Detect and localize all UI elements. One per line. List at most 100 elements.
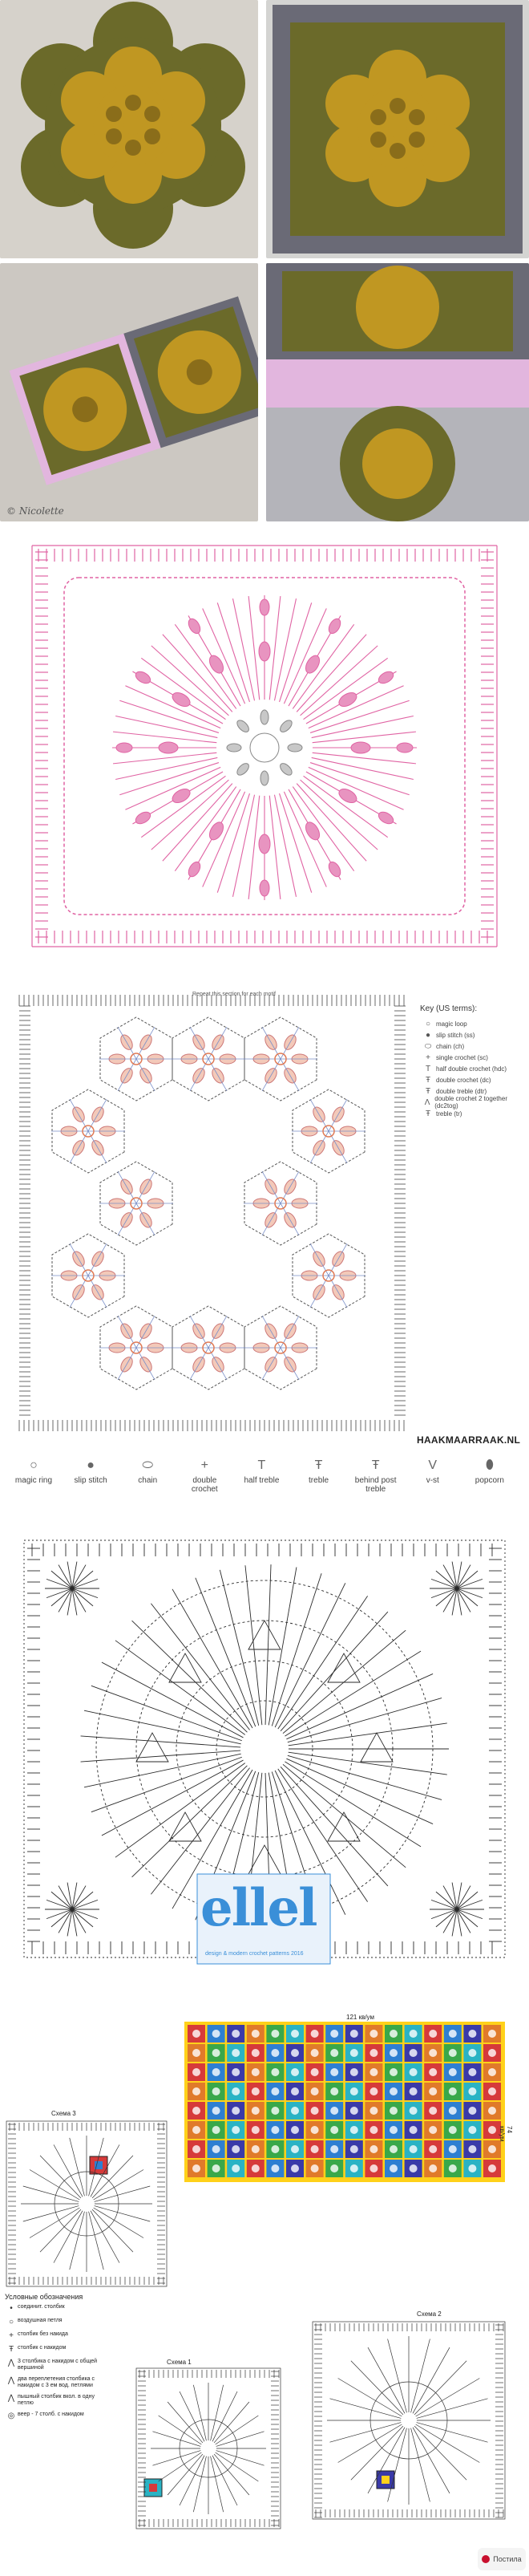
russian-legend-symbol: ⋀ (7, 2359, 15, 2367)
scheme1-title: Схема 1 (167, 2359, 192, 2366)
flower-motif-image (0, 0, 258, 258)
hex-key-symbol: Ŧ (425, 1075, 431, 1085)
hex-key-label: double treble (dtr) (436, 1087, 487, 1095)
hexagon-chart-svg (18, 995, 406, 1431)
hex-legend-symbol: + (200, 1458, 208, 1472)
russian-legend-symbol: ⋀ (7, 2376, 15, 2385)
blanket-grid (184, 2022, 505, 2182)
pink-crochet-chart (0, 529, 529, 963)
pink-chart-svg (31, 545, 498, 947)
hex-legend-symbol: ⬭ (142, 1458, 154, 1472)
hexagon-chart-section: Repeat this section for each motif Key (… (0, 971, 529, 1516)
blanket-height-label: 74 кв/ум (499, 2126, 513, 2142)
russian-legend-text: столбик без накида (18, 2331, 68, 2337)
hex-legend-label: behind post treble (354, 1476, 397, 1494)
russian-legend-text: столбик с накидом (18, 2345, 67, 2351)
scheme2-title: Схема 2 (417, 2310, 442, 2318)
hex-legend-item: ○magic ring (8, 1455, 59, 1485)
hex-key-label: double crochet (dc) (436, 1076, 491, 1084)
pink-puff-stitches (115, 598, 414, 897)
russian-legend: Условные обозначения •соединит. столбик○… (5, 2293, 109, 2425)
hex-motif (172, 1305, 245, 1390)
russian-legend-title: Условные обозначения (5, 2293, 83, 2301)
hex-key-symbol: ● (425, 1030, 431, 1040)
hex-motif (292, 1089, 365, 1174)
hex-key-title: Key (US terms): (420, 1004, 478, 1013)
hex-legend-label: popcorn (474, 1476, 504, 1485)
hex-key-symbol: ⬭ (424, 1041, 432, 1051)
russian-legend-text: пышный столбик вкол. в одну петлю (18, 2394, 95, 2406)
russian-legend-text: соединит. столбик (18, 2304, 65, 2310)
russian-legend-text: воздушная петля (18, 2318, 63, 2323)
hex-key-row: ○magic loop (420, 1018, 524, 1029)
hex-legend-item: ⬮popcorn (464, 1455, 515, 1485)
scheme3-title: Схема 3 (51, 2110, 76, 2117)
photo-flower-motif[interactable] (0, 0, 258, 258)
hex-key-symbol: Ŧ (425, 1086, 431, 1096)
photo-square-grey-border[interactable] (266, 0, 529, 258)
hex-legend-label: double crochet (191, 1476, 218, 1494)
square-grey-image (266, 0, 529, 258)
joined-squares-image (0, 263, 258, 521)
russian-legend-symbol: ⋀ (7, 2394, 15, 2403)
hex-motif (244, 1305, 317, 1390)
hex-key-symbol: ○ (425, 1019, 431, 1028)
hex-motif (292, 1233, 365, 1318)
hex-key-row: + single crochet (sc) (420, 1052, 524, 1063)
hex-legend-label: half treble (244, 1476, 280, 1485)
hex-legend-symbol: Ŧ (314, 1458, 323, 1472)
pin-icon (482, 2555, 491, 2563)
hex-motif (51, 1233, 125, 1318)
russian-legend-row: ◎веер - 7 столб. с накидом (5, 2412, 109, 2420)
hex-key-label: slip stitch (ss) (436, 1031, 475, 1039)
hex-key-label: treble (tr) (436, 1110, 462, 1118)
photo-joined-closeup[interactable] (266, 263, 529, 521)
hex-motif (99, 1016, 173, 1101)
hex-legend-item: ⬭chain (122, 1455, 173, 1485)
russian-scheme-section: Схема 3 Схема 1 Схема 2 121 кв/ум 74 кв/… (0, 2006, 529, 2572)
hex-key-symbol: T (425, 1064, 431, 1073)
hex-key-label: single crochet (sc) (436, 1053, 488, 1061)
russian-scheme-svg (6, 2022, 506, 2529)
hex-motif (172, 1016, 245, 1101)
hex-border-ticks (18, 995, 406, 1431)
hex-key-row: ● slip stitch (ss) (420, 1029, 524, 1041)
pink-radiating-stitches (112, 595, 417, 900)
hex-legend-label: magic ring (14, 1476, 53, 1485)
black-chart-svg (23, 1540, 506, 1965)
russian-legend-symbol: + (9, 2331, 14, 2340)
hex-legend-label: slip stitch (74, 1476, 107, 1485)
pink-square-border (31, 545, 498, 947)
hex-motif (99, 1161, 173, 1246)
closeup-image (266, 263, 529, 521)
russian-legend-symbol: ○ (8, 2318, 14, 2327)
pin-badge[interactable]: Постила (478, 2548, 526, 2570)
russian-legend-row: ○ воздушная петля (5, 2318, 109, 2327)
hex-key-row: ⬭ chain (ch) (420, 1041, 524, 1052)
hex-key-symbol: Ʌ (424, 1097, 430, 1107)
hex-legend-label: v-st (426, 1476, 439, 1485)
hex-key-label: chain (ch) (436, 1042, 465, 1050)
russian-legend-text: веер - 7 столб. с накидом (18, 2412, 84, 2417)
photo-grid: © Nicolette (0, 0, 529, 521)
photo-signature: © Nicolette (6, 505, 64, 517)
hex-key-symbol: + (426, 1053, 430, 1062)
russian-legend-text: два переплетения столбика с накидом с 3 … (18, 2376, 95, 2388)
watermark-subtitle: design & modern crochet patterns 2016 (205, 1951, 304, 1957)
hex-legend-symbol: ● (87, 1458, 95, 1472)
russian-legend-row: ⋀3 столбика с накидом с общей вершиной (5, 2359, 109, 2371)
hex-legend-symbol: Ŧ (371, 1458, 380, 1472)
hex-legend-symbol: V (428, 1458, 438, 1472)
hex-key-label: double crochet 2 together (dc2tog) (434, 1095, 507, 1110)
russian-legend-row: + столбик без накида (5, 2331, 109, 2340)
photo-joined-squares-lilac[interactable]: © Nicolette (0, 263, 258, 521)
blanket-width-label: 121 кв/ум (346, 2014, 374, 2021)
